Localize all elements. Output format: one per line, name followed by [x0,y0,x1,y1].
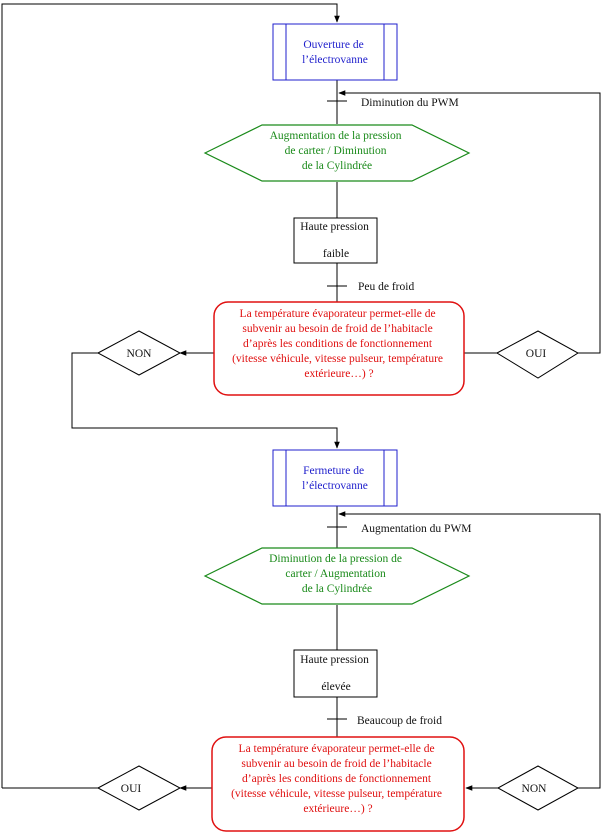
condition-label-1: Peu de froid [358,281,414,293]
process-box-1: Ouverture de l’électrovanne [272,23,398,81]
action-2-line-3: de la Cylindrée [302,583,372,595]
question-2-line-4: (vitesse véhicule, vitesse pulseur, temp… [231,788,442,800]
svg-text:La température évaporateur per: La température évaporateur permet-elle d… [231,743,445,815]
loop-non-right [338,511,601,789]
question-1-line-2: subvenir au besoin de froid de l’habitac… [242,323,432,335]
question-2-line-1: La température évaporateur permet-elle d… [239,743,435,755]
svg-text:Ouverture de l’électrova: Ouverture de l’électrovanne [302,39,368,66]
process-1-line-2: l’électrovanne [302,54,368,66]
question-1-line-1: La température évaporateur permet-elle d… [240,308,436,320]
question-2-line-5: extérieure…) ? [303,803,372,815]
condition-label-2: Beaucoup de froid [357,715,442,727]
transition-label-2: Augmentation du PWM [361,523,472,535]
question-1-line-5: extérieure…) ? [304,368,373,380]
decision-diamond-oui-1: OUI [495,330,579,379]
svg-text:La température évaporateur per: La température évaporateur permet-elle d… [232,308,446,380]
decision-diamond-non-1: NON [96,330,182,376]
svg-text:Augmentation de la pression: Augmentation de la pression de carter / … [270,130,405,172]
decision-diamond-oui-2: OUI [96,765,182,811]
loop-top-return [1,3,340,788]
action-hexagon-2: Diminution de la pression de carter / Au… [203,547,471,605]
question-box-2: La température évaporateur permet-elle d… [211,736,465,832]
state-box-2: Haute pression élevée [293,649,378,698]
decision-non-2-label: NON [522,783,548,795]
connector-lines [1,3,601,791]
question-2-line-2: subvenir au besoin de froid de l’habitac… [241,758,431,770]
process-box-2: Fermeture de l’électrovanne [272,449,398,507]
state-1-line-1: Haute pression [300,221,369,233]
state-2-line-1: Haute pression [300,654,369,666]
decision-oui-1-label: OUI [526,348,547,360]
svg-text:Haute pression faible: Haute pression faible [300,221,372,260]
svg-text:Fermeture de l’électrova: Fermeture de l’électrovanne [302,465,368,492]
action-2-line-1: Diminution de la pression de [269,553,402,565]
loop-oui-right [338,90,601,354]
action-hexagon-1: Augmentation de la pression de carter / … [203,124,471,182]
action-1-line-1: Augmentation de la pression [270,130,402,142]
transition-label-1: Diminution du PWM [361,97,459,109]
question-1-line-3: d’après les conditions de fonctionnement [243,338,433,350]
decision-non-1-label: NON [127,348,153,360]
action-1-line-3: de la Cylindrée [302,160,372,172]
process-2-line-2: l’électrovanne [302,480,368,492]
state-1-line-2: faible [323,248,349,260]
state-2-line-2: élevée [321,681,350,693]
svg-text:Diminution de la pression de: Diminution de la pression de carter / Au… [269,553,405,595]
question-2-line-3: d’après les conditions de fonctionnement [242,773,432,785]
process-1-line-1: Ouverture de [303,39,363,51]
action-2-line-2: carter / Augmentation [285,568,386,580]
state-box-1: Haute pression faible [293,217,378,264]
decision-diamond-non-2: NON [496,765,580,811]
action-1-line-2: de carter / Diminution [285,145,387,157]
question-1-line-4: (vitesse véhicule, vitesse pulseur, temp… [232,353,443,365]
process-2-line-1: Fermeture de [303,465,364,477]
loop-non-down [71,352,340,449]
svg-text:Haute pression élevée: Haute pression élevée [300,654,372,693]
decision-oui-2-label: OUI [121,783,142,795]
question-box-1: La température évaporateur permet-elle d… [213,301,465,396]
